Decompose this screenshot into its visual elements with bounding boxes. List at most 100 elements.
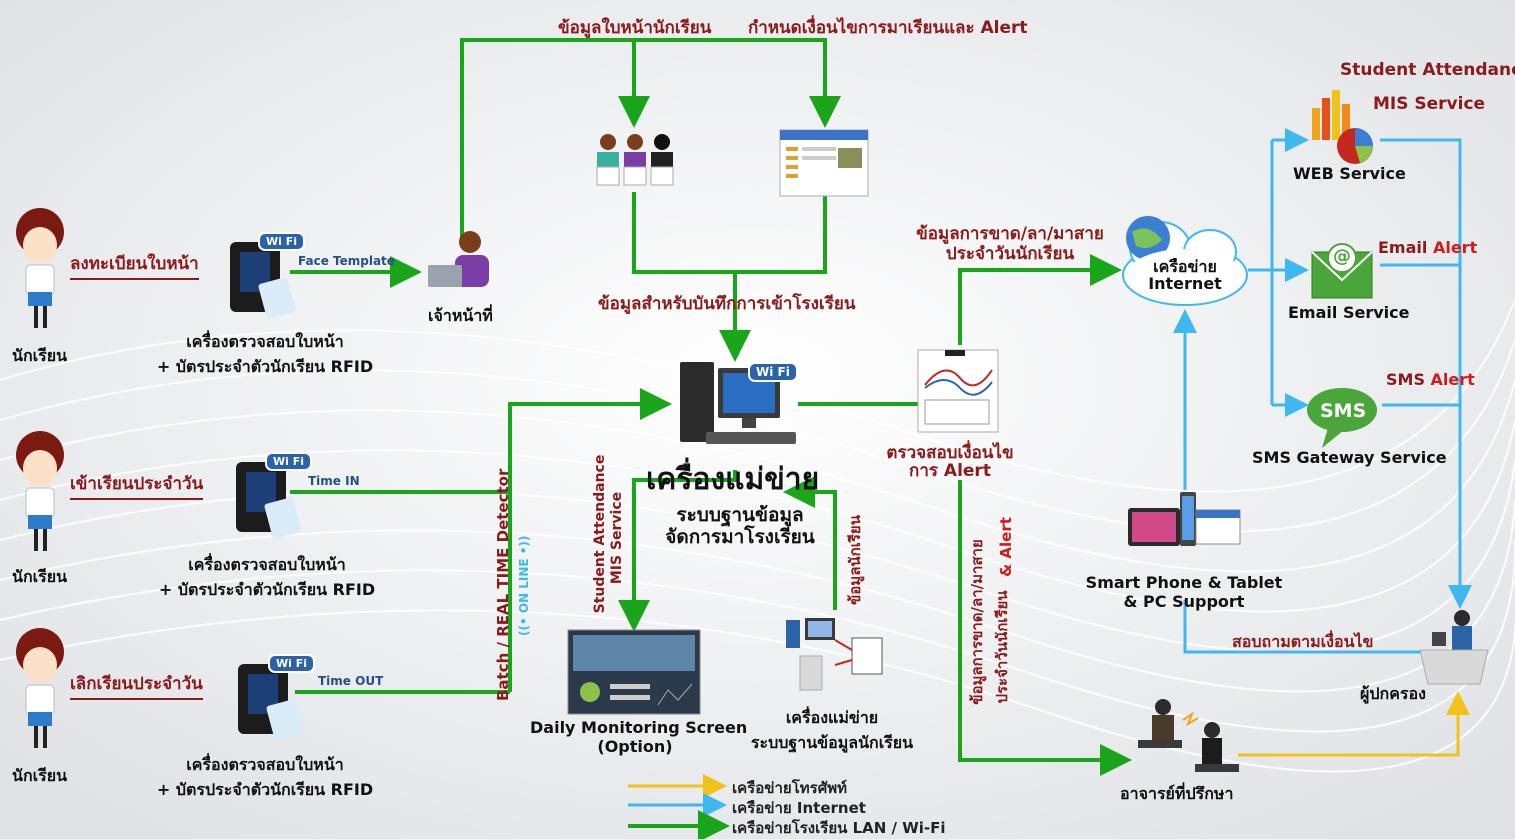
db-server-label: เครื่องแม่ข่าย ระบบฐานข้อมูลนักเรียน <box>732 706 932 756</box>
internet-links <box>1173 128 1472 654</box>
lan-staff-top <box>460 38 841 240</box>
device-label-1-line1: เครื่องตรวจสอบใบหน้า <box>186 332 344 351</box>
check-condition-label: ตรวจสอบเงื่อนไข การ Alert <box>880 444 1020 480</box>
db-server-label-line1: เครื่องแม่ข่าย <box>785 708 879 727</box>
check-condition-line1: ตรวจสอบเงื่อนไข <box>886 443 1014 463</box>
devices-label-line2: & PC Support <box>1123 592 1245 611</box>
absence-line1: ข้อมูลการขาด/ลา/มาสาย <box>916 224 1104 244</box>
advisor-icon <box>1138 699 1239 772</box>
staff-icon <box>428 231 489 287</box>
label-face-data: ข้อมูลใบหน้านักเรียน <box>558 18 712 38</box>
legend-lan: เครือข่ายโรงเรียน LAN / Wi-Fi <box>732 819 946 837</box>
inquiry-label: สอบถามตามเงื่อนไข <box>1232 632 1374 651</box>
form-window-icon <box>779 129 869 197</box>
label-online: ((• ON LINE •)) <box>517 535 531 636</box>
lan-to-advisor <box>958 480 1132 776</box>
action-time-in: เข้าเรียนประจำวัน <box>70 470 204 500</box>
daily-monitoring-screen-icon <box>567 629 701 715</box>
student-label-3: นักเรียน <box>12 766 67 785</box>
signal-time-in: Time IN <box>308 474 360 488</box>
sms-alert-word: SMS <box>1386 370 1425 389</box>
advisor-label: อาจารย์ที่ปรึกษา <box>1120 784 1234 803</box>
internet-label-line1: เครือข่าย <box>1153 257 1217 276</box>
staff-label: เจ้าหน้าที่ <box>428 306 493 325</box>
sms-alert-alert: Alert <box>1430 370 1475 389</box>
wifi-badge-2: Wi Fi <box>265 452 313 471</box>
absence-vertical-1: ข้อมูลการขาด/ลา/มาสาย <box>968 539 986 705</box>
devices-label-line1: Smart Phone & Tablet <box>1085 573 1283 592</box>
lan-to-internet <box>958 254 1122 345</box>
device-label-2-line2: + บัตรประจำตัวนักเรียน RFID <box>158 580 376 599</box>
device-label-2: เครื่องตรวจสอบใบหน้า + บัตรประจำตัวนักเร… <box>142 553 392 603</box>
face-scanner-icon-2 <box>236 462 302 539</box>
face-scanner-icon-1 <box>230 242 296 319</box>
mis-service-title-1: Student Attendance <box>1340 60 1515 80</box>
label-record-data: ข้อมูลสำหรับบันทึกการเข้าโรงเรียน <box>598 294 856 314</box>
monitor-label-line2: (Option) <box>597 737 673 756</box>
server-subtitle: ระบบฐานข้อมูล จัดการมาโรงเรียน <box>640 504 840 548</box>
action-time-out: เลิกเรียนประจำวัน <box>70 670 203 700</box>
legend-internet: เครือข่าย Internet <box>732 799 866 817</box>
smart-devices-icon <box>1128 492 1241 546</box>
lan-record <box>632 192 827 274</box>
monitor-label: Daily Monitoring Screen (Option) <box>530 718 748 756</box>
parent-icon <box>1419 610 1489 685</box>
check-condition-line2: การ Alert <box>909 461 991 481</box>
device-label-3-line2: + บัตรประจำตัวนักเรียน RFID <box>156 780 374 799</box>
internet-label: เครือข่าย Internet <box>1140 258 1230 292</box>
email-alert-word: Email <box>1378 238 1428 257</box>
device-label-3: เครื่องตรวจสอบใบหน้า + บัตรประจำตัวนักเร… <box>140 753 390 803</box>
sms-alert-label: SMS Alert <box>1386 370 1475 389</box>
label-batch-realtime: Batch / REAL TIME Detector <box>494 468 512 701</box>
label-student-data: ข้อมูลนักเรียน <box>846 515 864 605</box>
absence-label: ข้อมูลการขาด/ลา/มาสาย ประจำวันนักเรียน <box>905 224 1115 264</box>
server-subtitle-line1: ระบบฐานข้อมูล <box>676 504 804 526</box>
device-label-1-line2: + บัตรประจำตัวนักเรียน RFID <box>156 357 374 376</box>
sms-gateway-icon <box>1307 388 1377 448</box>
email-alert-label: Email Alert <box>1378 238 1477 257</box>
wifi-badge-1: Wi Fi <box>258 232 306 251</box>
legend-lines <box>628 774 730 839</box>
student-label-2: นักเรียน <box>12 567 67 586</box>
parent-label: ผู้ปกครอง <box>1360 684 1426 703</box>
email-at-icon: @ <box>1333 246 1351 267</box>
absence-vertical-2: ประจำวันนักเรียน <box>993 590 1011 704</box>
lan-batch-trunk <box>508 388 672 692</box>
legend-phone: เครือข่ายโทรศัพท์ <box>732 779 847 797</box>
mis-service-title-2: MIS Service <box>1373 94 1486 114</box>
web-service-chart-icon <box>1312 90 1373 164</box>
label-conditions: กำหนดเงื่อนไขการมาเรียนและ Alert <box>748 18 1028 38</box>
device-label-2-line1: เครื่องตรวจสอบใบหน้า <box>188 555 346 574</box>
wifi-badge-server: Wi Fi <box>748 362 798 382</box>
alert-condition-doc-icon <box>917 349 999 433</box>
server-title: เครื่องแม่ข่าย <box>646 462 820 497</box>
student-icon-1 <box>16 208 64 328</box>
db-server-label-line2: ระบบฐานข้อมูลนักเรียน <box>750 733 914 752</box>
lan-mis-down <box>618 470 737 632</box>
student-db-server-icon <box>786 618 883 691</box>
server-subtitle-line2: จัดการมาโรงเรียน <box>665 526 815 548</box>
people-icon <box>596 134 674 186</box>
sms-bubble-text: SMS <box>1320 400 1367 422</box>
sms-service-label: SMS Gateway Service <box>1252 448 1447 467</box>
wifi-badge-3: Wi Fi <box>268 654 316 673</box>
email-service-label: Email Service <box>1288 303 1410 322</box>
web-service-label: WEB Service <box>1293 164 1406 183</box>
absence-line2: ประจำวันนักเรียน <box>945 244 1075 264</box>
student-icon-3 <box>16 628 64 748</box>
student-icon-2 <box>16 431 64 551</box>
label-mis-vertical-2: MIS Service <box>609 491 625 585</box>
device-label-1: เครื่องตรวจสอบใบหน้า + บัตรประจำตัวนักเร… <box>140 330 390 380</box>
internet-label-line2: Internet <box>1148 274 1222 293</box>
action-register-face: ลงทะเบียนใบหน้า <box>70 250 199 280</box>
signal-face-template: Face Template <box>298 254 395 268</box>
monitor-label-line1: Daily Monitoring Screen <box>530 718 748 737</box>
phone-link <box>1238 691 1470 757</box>
signal-time-out: Time OUT <box>318 674 384 688</box>
email-alert-alert: Alert <box>1432 238 1478 257</box>
label-mis-vertical-1: Student Attendance <box>592 454 608 614</box>
face-scanner-icon-3 <box>238 664 304 741</box>
internet-cloud-icon <box>1122 216 1248 306</box>
absence-vertical-alert: & Alert <box>997 517 1015 577</box>
